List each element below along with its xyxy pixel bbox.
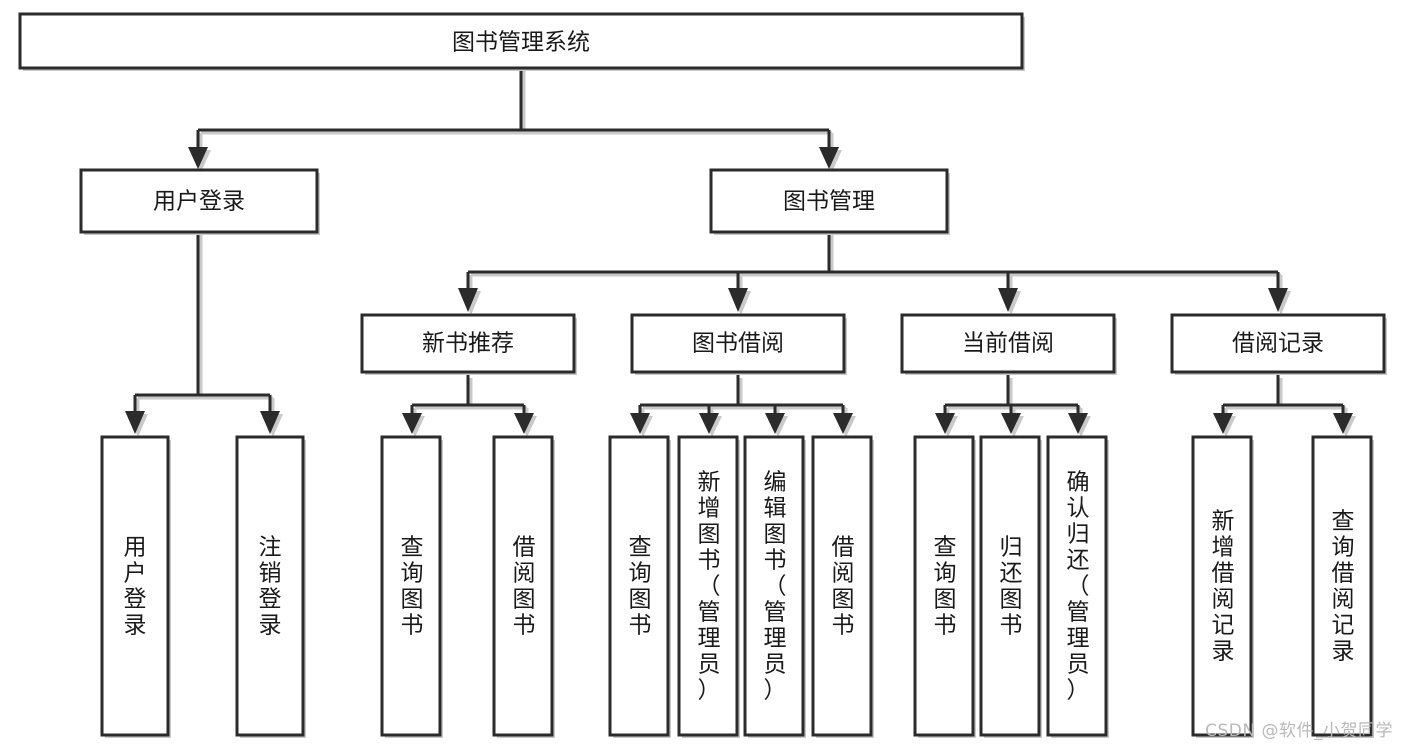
node-current-borrow-label: 当前借阅 <box>962 331 1054 357</box>
node-leaf-user-logout-label: 注销登录 <box>259 534 282 638</box>
edges-layer <box>125 68 1356 437</box>
node-book-borrow[interactable]: 图书借阅 <box>630 313 847 375</box>
node-user-login[interactable]: 用户登录 <box>79 168 320 235</box>
node-book-manage[interactable]: 图书管理 <box>709 168 950 235</box>
node-leaf-edit-book[interactable]: 编辑图书（管理员） <box>743 435 806 738</box>
node-root-label: 图书管理系统 <box>452 30 590 56</box>
node-leaf-confirm-return[interactable]: 确认归还（管理员） <box>1046 435 1109 738</box>
node-new-book-rec[interactable]: 新书推荐 <box>360 313 577 375</box>
node-leaf-borrow-book-2-label: 借阅图书 <box>832 534 855 638</box>
node-leaf-add-book[interactable]: 新增图书（管理员） <box>677 435 740 738</box>
edge-book-manage-to-level3 <box>458 232 1291 315</box>
node-book-manage-label: 图书管理 <box>783 189 875 215</box>
node-leaf-borrow-book-2[interactable]: 借阅图书 <box>811 435 874 738</box>
node-leaf-return-book-label: 归还图书 <box>1000 534 1023 638</box>
edge-book-borrow-to-leaves <box>630 375 856 437</box>
node-leaf-confirm-return-label: 确认归还（管理员） <box>1067 469 1090 703</box>
node-leaf-query-book-1-label: 查询图书 <box>401 534 424 638</box>
node-leaf-borrow-book-1-label: 借阅图书 <box>513 534 536 638</box>
node-leaf-user-login-label: 用户登录 <box>124 534 147 638</box>
node-book-borrow-label: 图书借阅 <box>692 331 784 357</box>
node-leaf-query-record[interactable]: 查询借阅记录 <box>1311 435 1374 738</box>
node-leaf-query-book-2-label: 查询图书 <box>629 534 652 638</box>
node-leaf-query-book-1[interactable]: 查询图书 <box>380 435 443 738</box>
edge-borrow-record-to-leaves <box>1213 375 1356 437</box>
node-leaf-query-book-3[interactable]: 查询图书 <box>913 435 976 738</box>
node-leaf-add-record[interactable]: 新增借阅记录 <box>1191 435 1254 738</box>
edge-root-to-bus <box>188 68 842 172</box>
node-leaf-query-book-2[interactable]: 查询图书 <box>608 435 671 738</box>
node-leaf-query-record-label: 查询借阅记录 <box>1332 508 1355 664</box>
edge-current-borrow-to-leaves <box>935 375 1091 437</box>
node-leaf-add-book-label: 新增图书（管理员） <box>698 469 721 703</box>
node-leaf-return-book[interactable]: 归还图书 <box>979 435 1042 738</box>
edge-new-book-rec-to-leaves <box>402 375 537 437</box>
node-root[interactable]: 图书管理系统 <box>18 12 1025 71</box>
node-borrow-record[interactable]: 借阅记录 <box>1170 313 1387 375</box>
node-leaf-user-login[interactable]: 用户登录 <box>100 435 171 738</box>
node-user-login-label: 用户登录 <box>153 189 245 215</box>
node-leaf-edit-book-label: 编辑图书（管理员） <box>764 469 787 703</box>
node-leaf-borrow-book-1[interactable]: 借阅图书 <box>492 435 555 738</box>
node-new-book-rec-label: 新书推荐 <box>422 331 514 357</box>
node-leaf-query-book-3-label: 查询图书 <box>934 534 957 638</box>
node-borrow-record-label: 借阅记录 <box>1232 331 1324 357</box>
node-leaf-add-record-label: 新增借阅记录 <box>1212 508 1235 664</box>
edge-user-login-to-leaves <box>125 232 283 437</box>
node-leaf-user-logout[interactable]: 注销登录 <box>235 435 306 738</box>
node-current-borrow[interactable]: 当前借阅 <box>900 313 1117 375</box>
